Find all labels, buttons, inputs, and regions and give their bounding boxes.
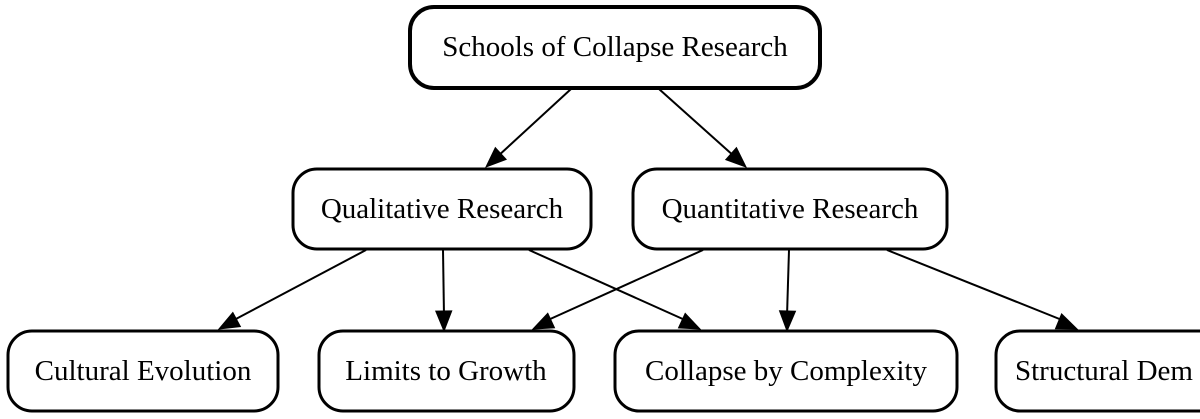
node-structural-dem-label: Structural Dem: [1015, 355, 1193, 387]
node-root: Schools of Collapse Research: [408, 5, 822, 90]
node-structural-dem-box: [994, 329, 1200, 413]
node-qualitative-label: Qualitative Research: [321, 193, 564, 225]
edge-quantitative-to-complexity: [786, 249, 790, 317]
arrowhead-root-to-quantitative: [724, 146, 748, 168]
arrowhead-quantitative-to-structural: [1054, 313, 1079, 330]
node-qualitative-box: [291, 167, 593, 251]
node-cultural-evolution-box: [6, 329, 280, 413]
node-root-label: Schools of Collapse Research: [442, 31, 788, 63]
arrowhead-qualitative-to-cultural: [217, 311, 242, 330]
node-cultural-evolution-label: Cultural Evolution: [35, 355, 252, 387]
arrowhead-quantitative-to-limits: [531, 312, 556, 330]
edge-quantitative-to-structural: [886, 249, 1063, 321]
node-collapse-by-complexity-box: [613, 329, 959, 413]
arrowhead-qualitative-to-complexity: [677, 312, 702, 330]
edges-layer: [217, 88, 1079, 333]
node-structural-dem: Structural Dem: [994, 329, 1200, 413]
edge-quantitative-to-limits: [547, 249, 704, 321]
edge-qualitative-to-limits: [442, 249, 445, 317]
edge-qualitative-to-complexity: [528, 249, 686, 321]
node-limits-to-growth-box: [317, 329, 576, 413]
node-quantitative-label: Quantitative Research: [662, 193, 919, 225]
node-qualitative: Qualitative Research: [291, 167, 593, 251]
nodes-layer: Schools of Collapse Research Qualitative…: [6, 5, 1200, 413]
arrowhead-qualitative-to-limits: [435, 310, 453, 333]
node-collapse-by-complexity: Collapse by Complexity: [613, 329, 959, 413]
edge-qualitative-to-cultural: [233, 249, 367, 321]
arrowhead-root-to-qualitative: [485, 146, 508, 168]
node-quantitative-box: [631, 167, 949, 251]
node-collapse-by-complexity-label: Collapse by Complexity: [645, 355, 927, 387]
node-limits-to-growth: Limits to Growth: [317, 329, 576, 413]
node-limits-to-growth-label: Limits to Growth: [345, 355, 547, 387]
edge-root-to-quantitative: [658, 88, 736, 158]
node-quantitative: Quantitative Research: [631, 167, 949, 251]
node-cultural-evolution: Cultural Evolution: [6, 329, 280, 413]
edge-root-to-qualitative: [496, 88, 572, 158]
node-root-box: [408, 5, 822, 90]
arrowhead-quantitative-to-complexity: [778, 310, 797, 333]
